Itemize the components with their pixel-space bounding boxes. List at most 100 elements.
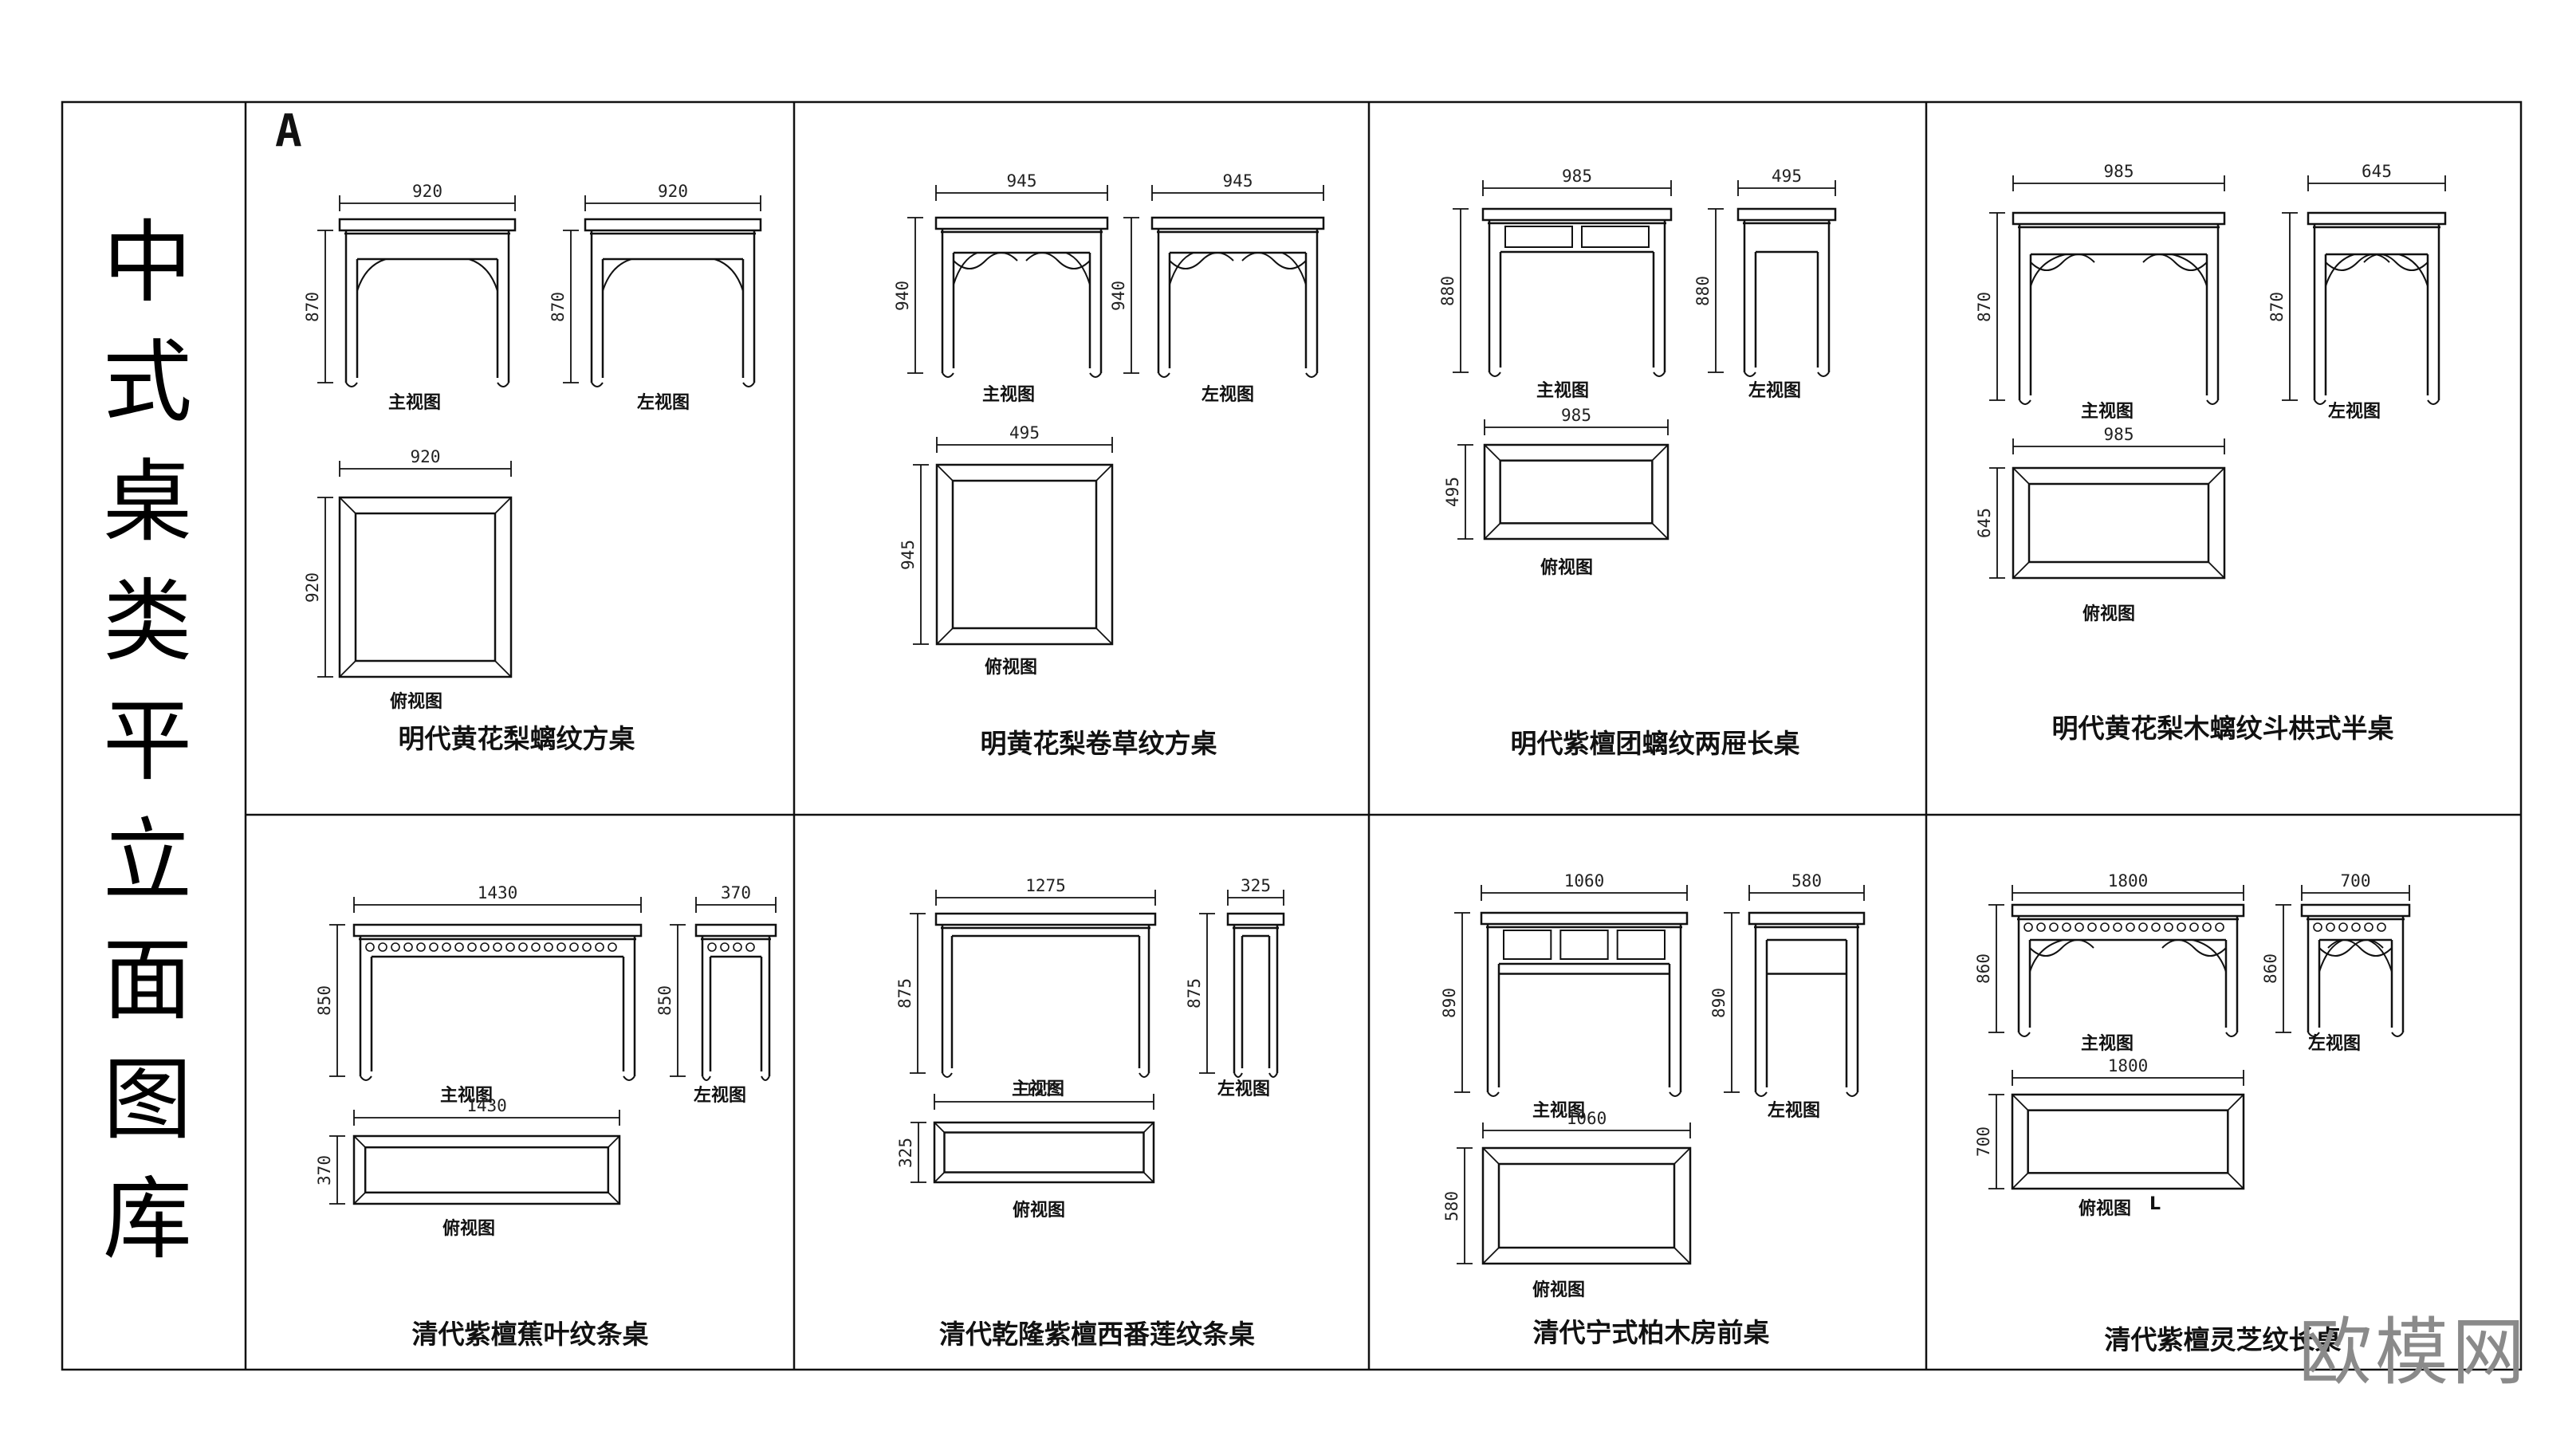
dimension-label: 370 <box>721 883 751 902</box>
title-char: 中 <box>103 211 192 315</box>
fretwork-carving <box>2326 922 2335 932</box>
table-top-edge <box>1748 911 1866 926</box>
miter-line <box>1482 1147 1500 1165</box>
miter-line <box>494 660 512 678</box>
table-foot <box>1305 372 1318 378</box>
dimension-label: 985 <box>1562 167 1592 186</box>
table-top-panel <box>943 1131 1145 1174</box>
table-foot <box>1487 1091 1500 1097</box>
dimension-label: 1060 <box>1563 871 1605 890</box>
miter-line <box>2012 1094 2029 1111</box>
top-view-label: 俯视图 <box>1012 1201 1066 1221</box>
dimension-label: 325 <box>1241 876 1271 895</box>
table-name-caption: 明代黄花梨木螭纹斗栱式半桌 <box>2051 713 2394 744</box>
table-foot <box>1158 372 1170 378</box>
table-foot <box>2018 1032 2031 1037</box>
table-foot <box>1846 1091 1858 1097</box>
spandrel-carving <box>2029 939 2064 973</box>
dimension-label: 1275 <box>1024 1080 1064 1099</box>
table-top-panel <box>2027 482 2210 564</box>
fretwork-carving <box>2049 922 2059 932</box>
dimension-label: 875 <box>1185 978 1204 1008</box>
scroll-carving <box>1169 252 1234 269</box>
top-view-label: 俯视图 <box>442 1219 496 1239</box>
table-top-edge <box>934 216 1109 230</box>
miter-line <box>1673 1247 1691 1264</box>
miter-line <box>608 1135 620 1148</box>
table-foot <box>1755 1091 1768 1097</box>
fretwork-carving <box>733 942 742 952</box>
table-top-panel <box>364 1146 610 1194</box>
side-view-label: 左视图 <box>1748 381 1802 401</box>
fretwork-carving <box>467 942 477 952</box>
table-foot <box>761 1075 770 1081</box>
spandrel-carving <box>2318 939 2344 973</box>
fretwork-carving <box>2313 922 2322 932</box>
table-top-panel <box>2027 1109 2229 1174</box>
fretwork-carving <box>429 942 439 952</box>
drawer-front <box>1559 930 1609 960</box>
fretwork-carving <box>518 942 528 952</box>
side-view-label: 左视图 <box>2327 402 2381 422</box>
table-foot <box>1669 1091 1681 1097</box>
fretwork-carving <box>505 942 515 952</box>
title-char: 桌 <box>103 450 192 554</box>
dimension-label: 875 <box>895 978 914 1008</box>
table-foot <box>2225 1032 2238 1037</box>
spandrel-carving <box>1065 252 1091 285</box>
fretwork-carving <box>416 942 426 952</box>
dimension-label: 985 <box>2103 162 2134 181</box>
scroll-carving <box>2327 939 2393 957</box>
table-top-edge <box>1150 216 1325 230</box>
fretwork-carving <box>2202 922 2212 932</box>
fretwork-carving <box>2138 922 2148 932</box>
table-top-edge <box>1481 207 1673 222</box>
table-top-panel <box>354 512 497 662</box>
spandrel-carving <box>2367 939 2393 973</box>
dimension-label: 1800 <box>2107 871 2149 890</box>
table-foot <box>1139 1072 1150 1078</box>
table-foot <box>1268 1072 1278 1078</box>
table-top-plan <box>935 463 1114 646</box>
miter-line <box>1142 1122 1154 1134</box>
miter-line <box>2012 561 2030 579</box>
table-top-edge <box>694 923 777 938</box>
fretwork-carving <box>480 942 490 952</box>
title-char: 平 <box>103 690 192 793</box>
fretwork-carving <box>2036 922 2046 932</box>
table-foot <box>2019 399 2031 405</box>
watermark-logo: 欧模网 <box>2298 1310 2528 1395</box>
front-view-label: 主视图 <box>2080 402 2134 422</box>
scroll-carving <box>2030 254 2095 271</box>
dimension-label: 1060 <box>1566 1109 1607 1128</box>
miter-line <box>2227 1172 2244 1189</box>
page-letter: A <box>275 105 302 157</box>
drawer-front <box>1504 226 1573 248</box>
drawer-front <box>1581 226 1650 248</box>
table-top-edge <box>934 912 1157 926</box>
spandrel-carving <box>356 258 387 292</box>
miter-line <box>2208 561 2225 579</box>
miter-line <box>2227 1094 2244 1111</box>
dimension-label: 940 <box>893 280 912 311</box>
fretwork-carving <box>531 942 541 952</box>
front-view-label: 主视图 <box>2080 1034 2134 1054</box>
spandrel-carving <box>2192 939 2227 973</box>
table-foot <box>742 382 755 387</box>
table-top-edge <box>2012 211 2226 226</box>
fretwork-carving <box>2189 922 2199 932</box>
miter-line <box>353 1135 366 1148</box>
table-foot <box>497 382 509 387</box>
miter-line <box>936 627 954 645</box>
table-top-edge <box>584 218 762 232</box>
scroll-carving <box>1241 252 1307 269</box>
title-char: 立 <box>103 809 192 913</box>
table-top-edge <box>1226 912 1285 926</box>
dimension-label: 370 <box>315 1154 334 1185</box>
title-char: 面 <box>103 929 192 1032</box>
dimension-label: 495 <box>1443 477 1462 507</box>
dimension-label: 870 <box>1975 291 1994 322</box>
dimension-label: 890 <box>1440 987 1459 1018</box>
spandrel-carving <box>714 258 744 292</box>
miter-line <box>608 1192 620 1205</box>
